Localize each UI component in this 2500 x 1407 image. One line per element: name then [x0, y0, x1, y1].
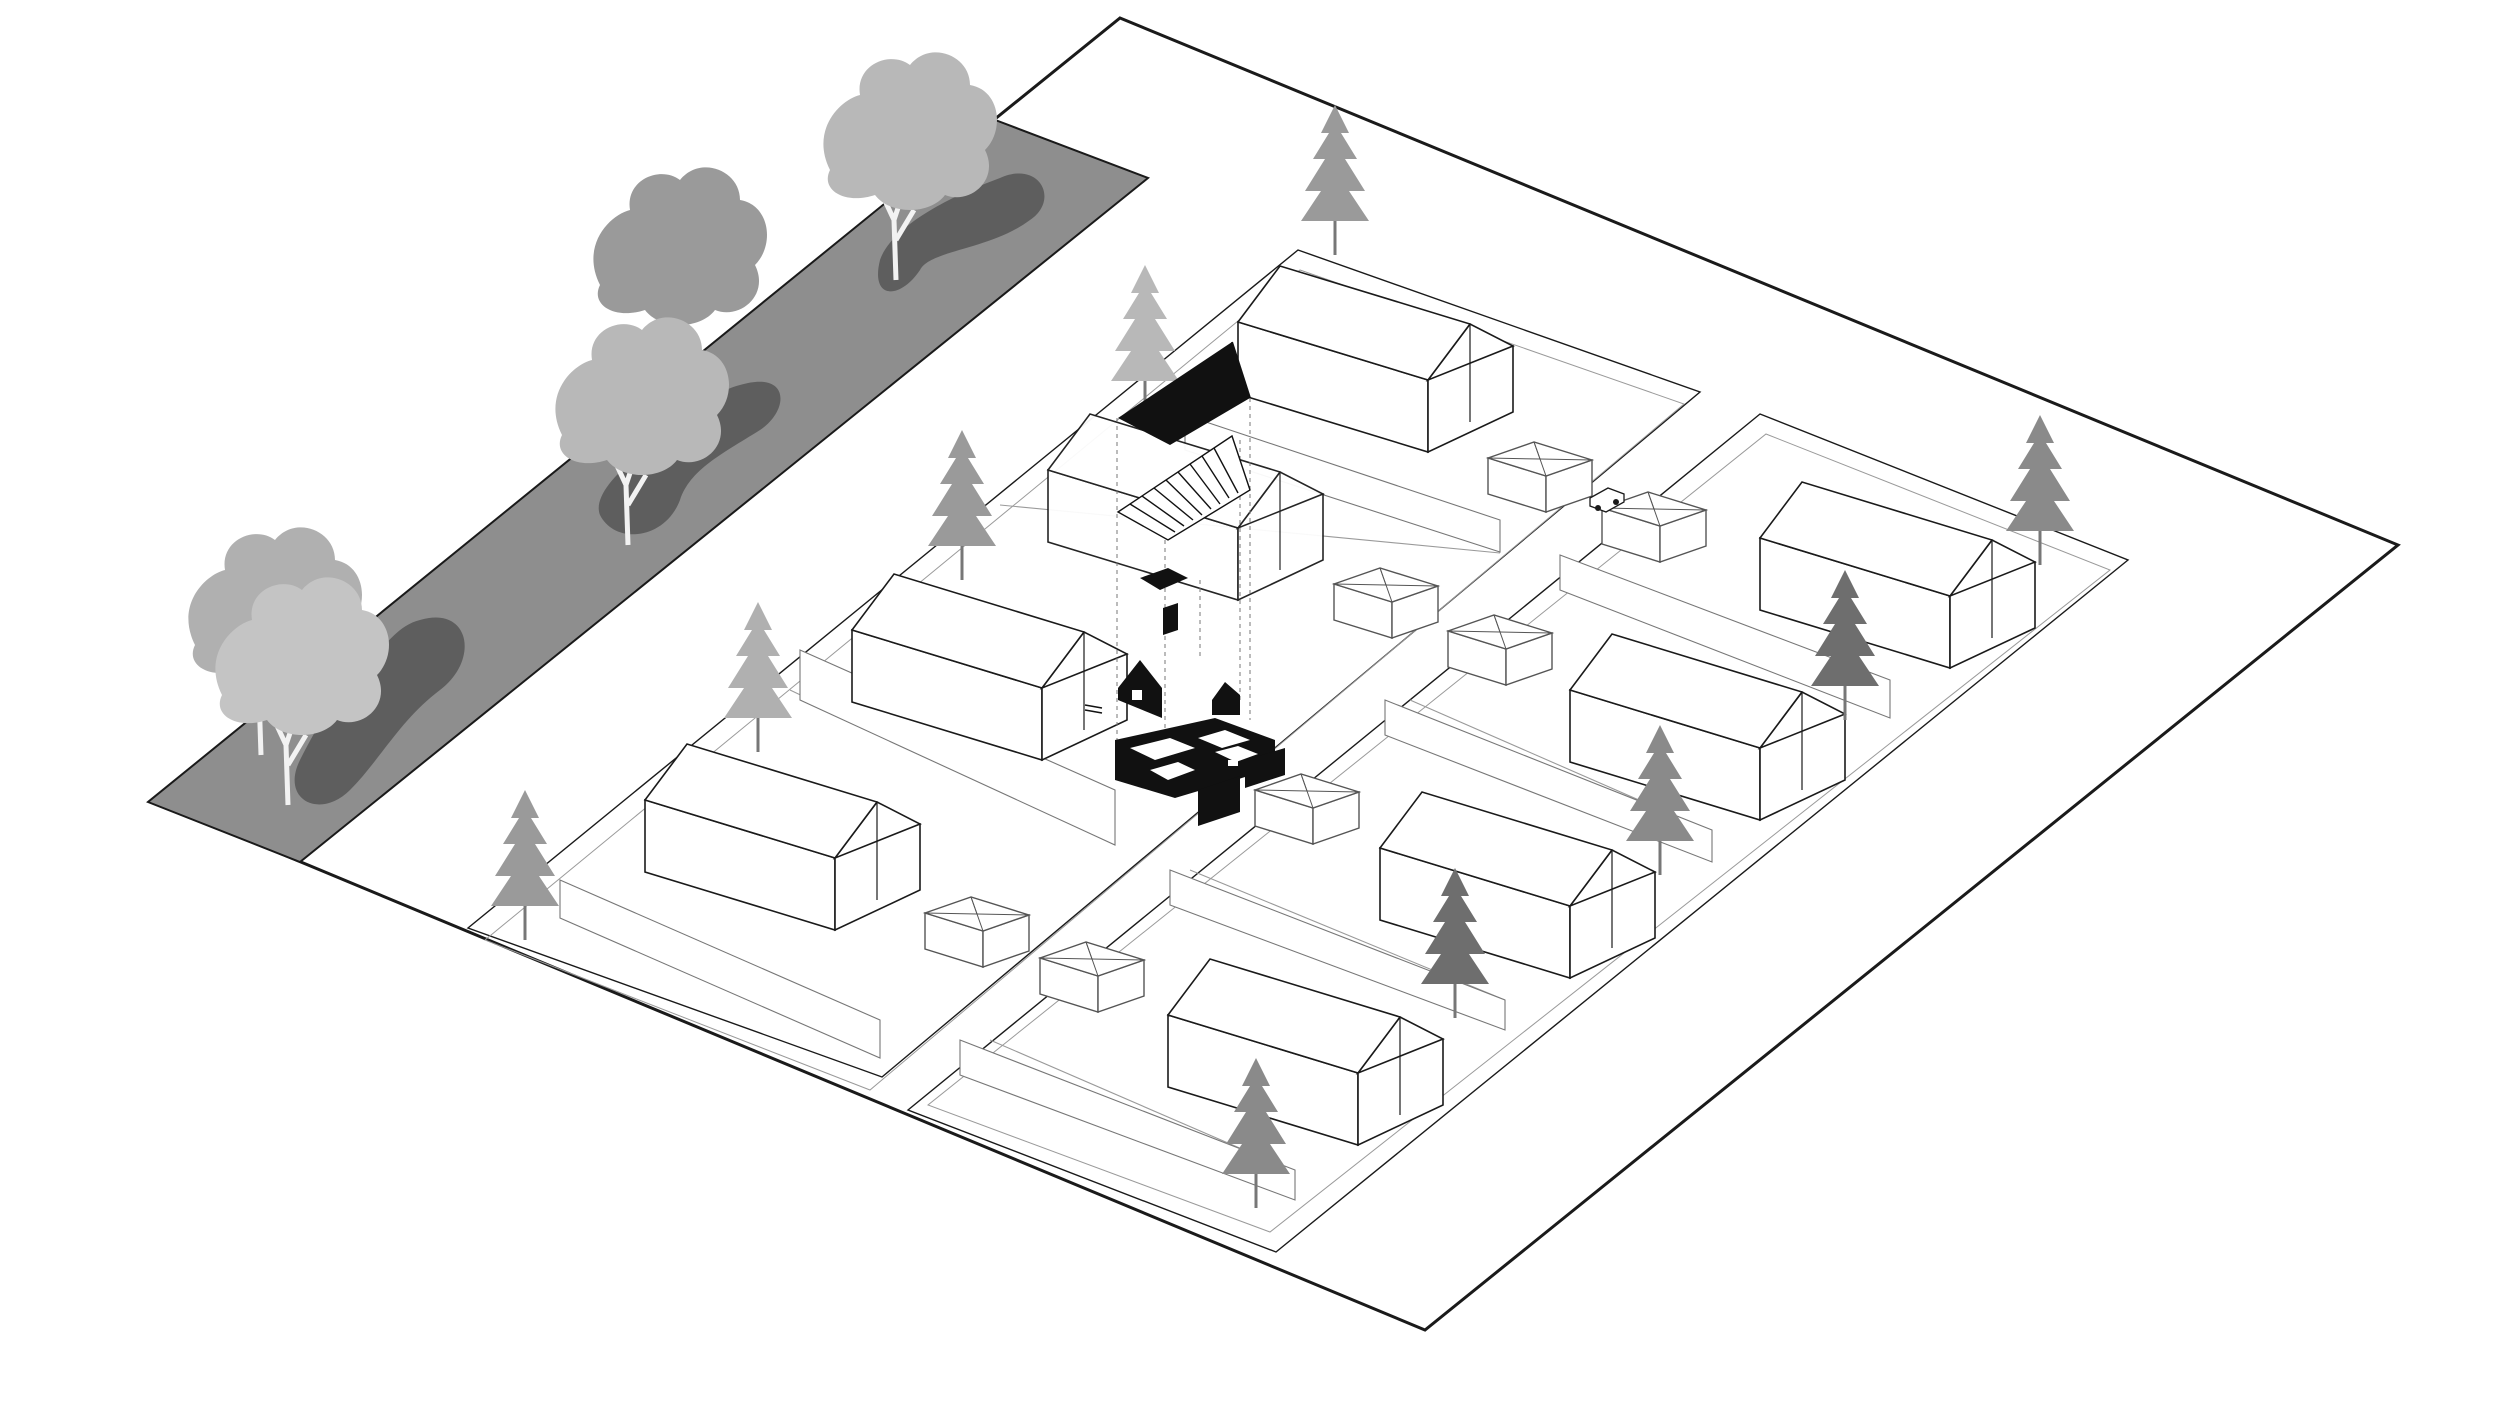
car	[1589, 487, 1625, 513]
exploded-gable-wall	[1118, 660, 1162, 718]
tree-shadow	[878, 173, 1045, 292]
exploded-house-model	[1084, 341, 1285, 826]
exploded-floor-plan	[1115, 718, 1285, 826]
tree-shadow	[294, 617, 465, 805]
lot-lines	[559, 414, 1891, 1201]
exploded-panel	[1163, 603, 1178, 635]
exploded-roof	[1118, 342, 1250, 445]
exploded-panel	[1140, 568, 1188, 590]
exploded-rafters	[1116, 434, 1251, 541]
exploded-detail	[1084, 704, 1103, 714]
exploded-gable-wall	[1212, 682, 1240, 715]
